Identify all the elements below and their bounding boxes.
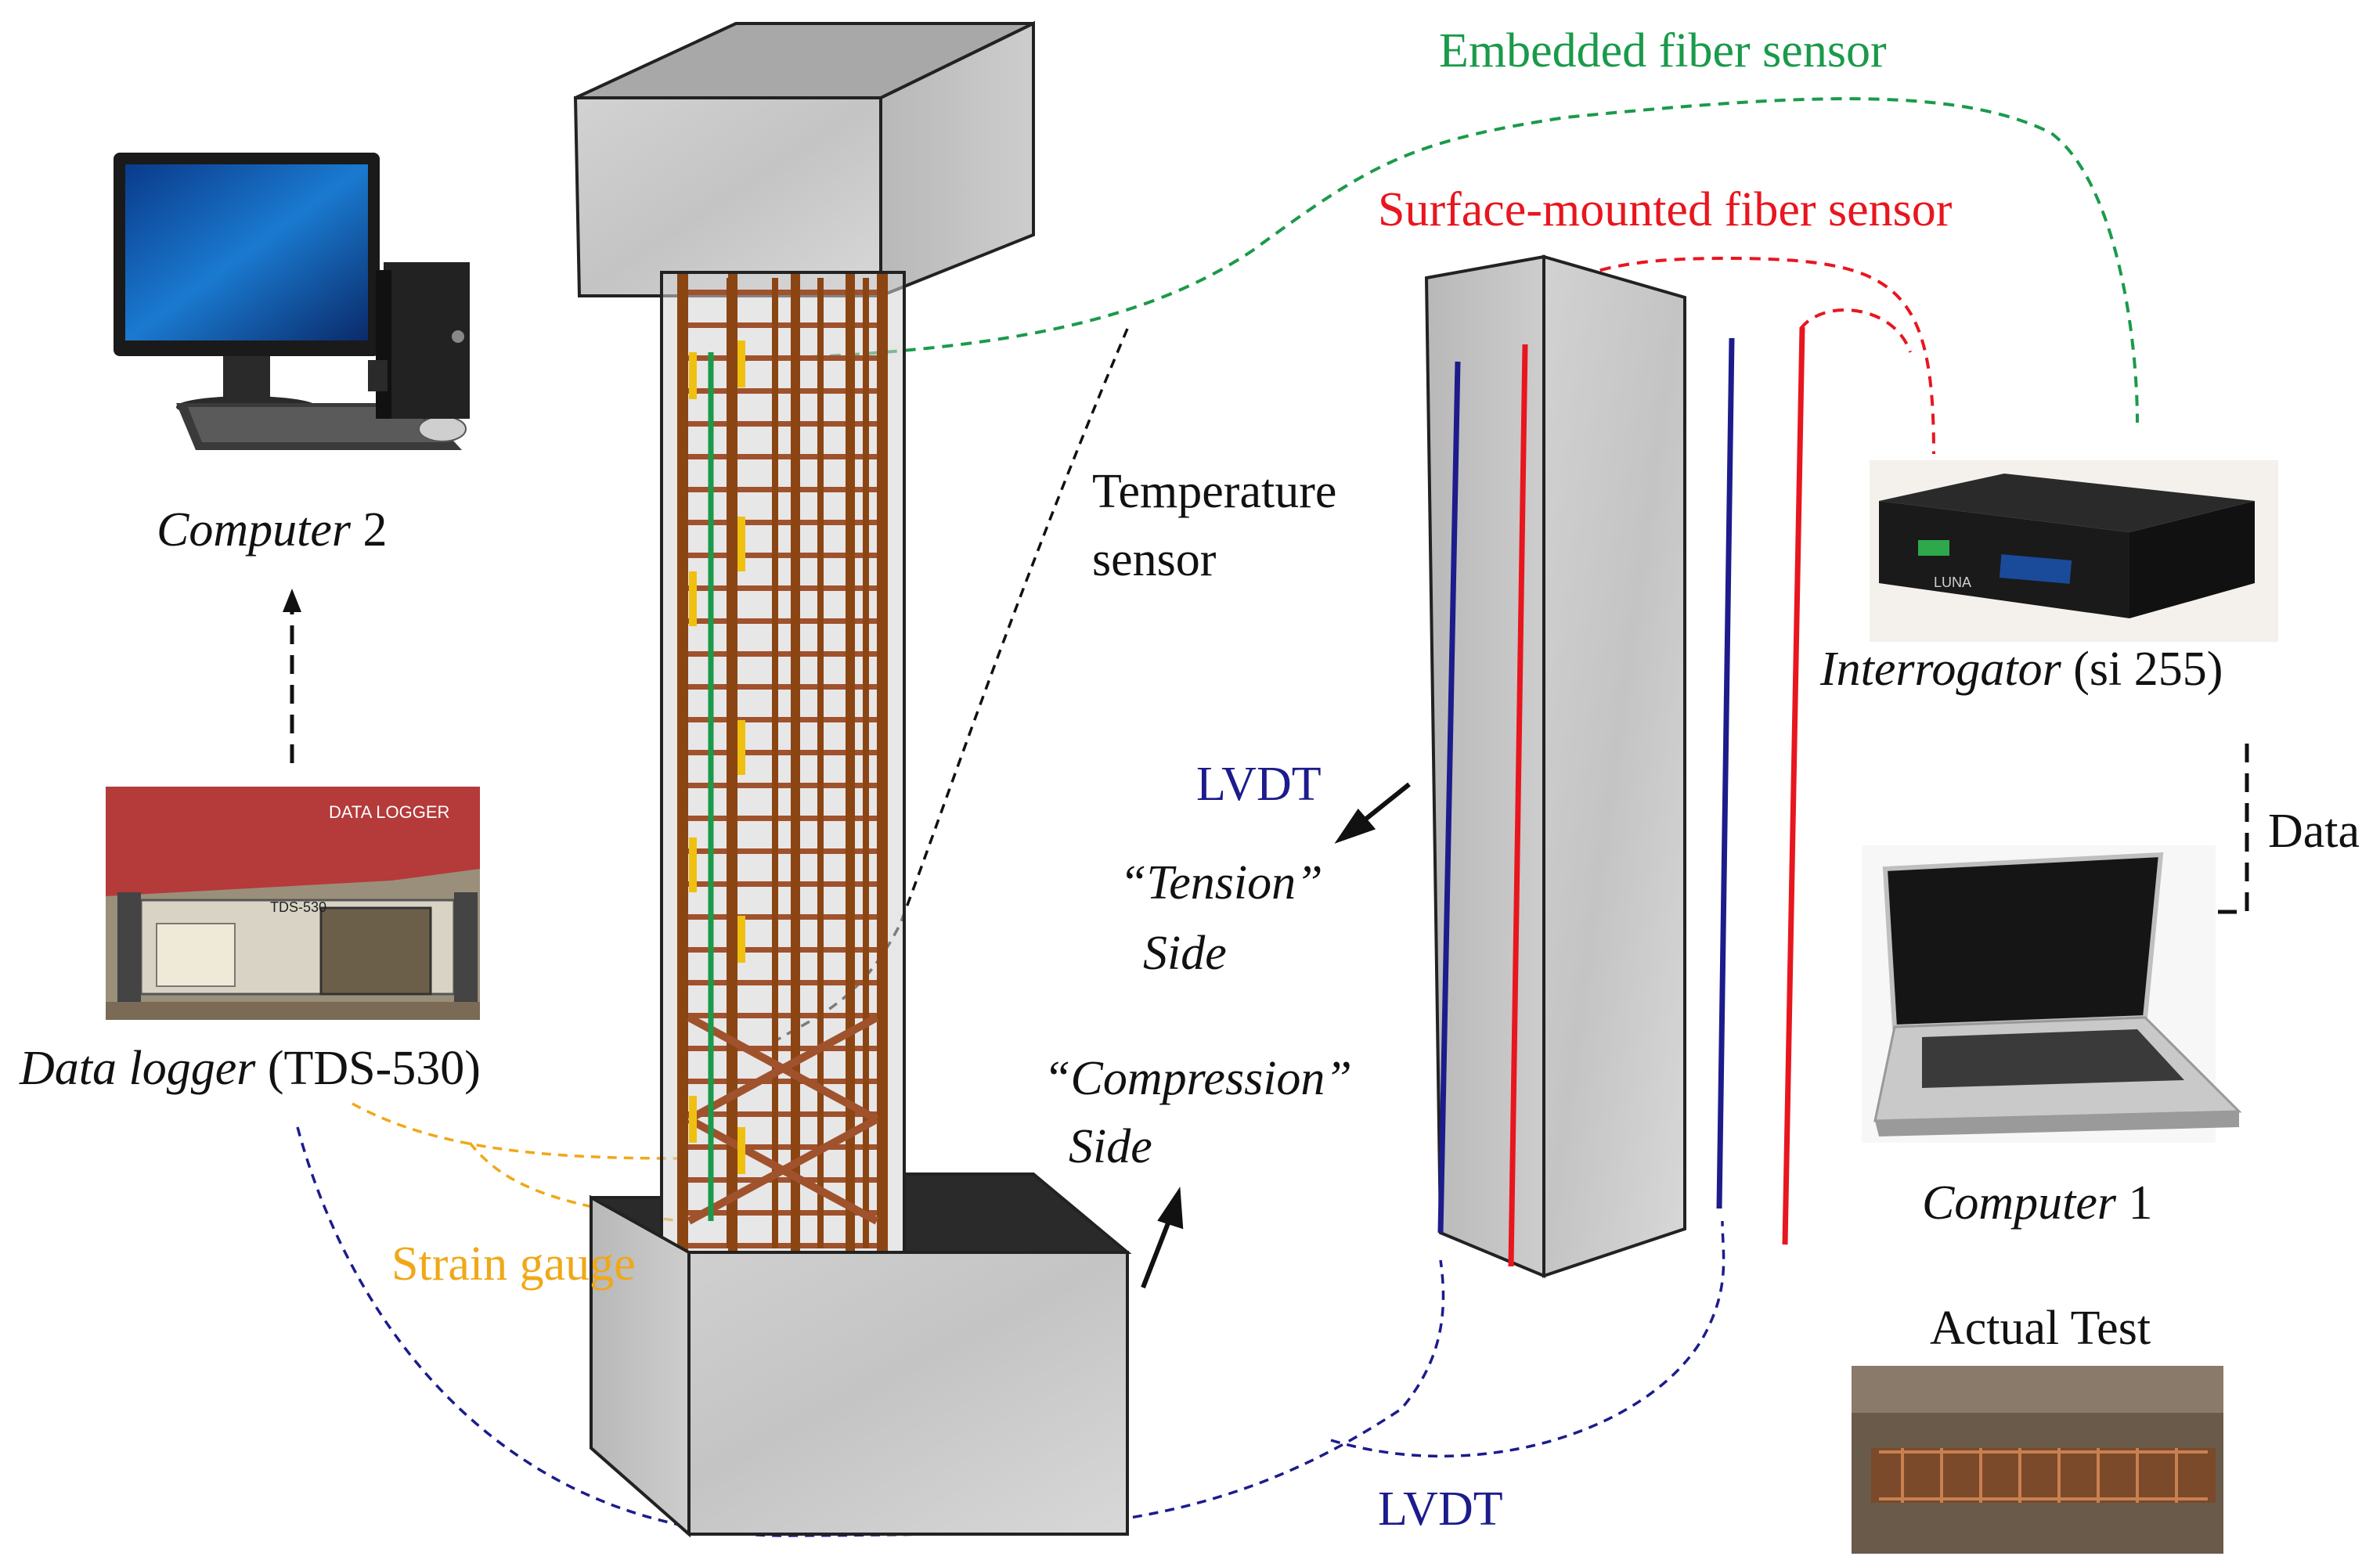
interrogator-device-icon: LUNA bbox=[1870, 460, 2278, 642]
data-logger-photo: DATA LOGGER TDS-530 bbox=[106, 787, 480, 1020]
footing-side-face bbox=[590, 1194, 691, 1538]
computer2-word: Computer bbox=[157, 503, 352, 557]
computer1-word: Computer bbox=[1922, 1176, 2117, 1230]
laptop-icon bbox=[1862, 845, 2242, 1143]
compression-label-line2: Side bbox=[1069, 1120, 1152, 1173]
interrogator-brand: LUNA bbox=[1934, 575, 1971, 590]
tension-label-line1: “Tension” bbox=[1120, 856, 1323, 910]
surface-fiber-cable bbox=[1524, 256, 1935, 455]
lvdt-label-bottom: LVDT bbox=[1378, 1482, 1503, 1536]
plain-column-right-face bbox=[1542, 254, 1686, 1278]
logger-model-text: TDS-530 bbox=[270, 899, 326, 915]
data-label: Data bbox=[2268, 805, 2360, 858]
strain-gauges bbox=[689, 340, 745, 1174]
compression-label-line1: “Compression” bbox=[1044, 1052, 1352, 1105]
strain-gauge-label: Strain gauge bbox=[391, 1237, 636, 1291]
surface-fiber-label: Surface-mounted fiber sensor bbox=[1378, 183, 1953, 236]
tension-label-line2: Side bbox=[1143, 927, 1227, 980]
computer2-arrowhead bbox=[283, 589, 301, 612]
reinforced-column bbox=[573, 20, 1132, 1538]
compression-arrow bbox=[1141, 1187, 1184, 1289]
lvdt-cable bbox=[296, 1126, 1726, 1537]
lvdt-line-left bbox=[1437, 361, 1461, 1234]
lvdt-line-right bbox=[1716, 337, 1735, 1209]
plain-column bbox=[1424, 254, 1805, 1278]
surface-fiber-line-left bbox=[1508, 344, 1528, 1267]
computer2-label: Computer 2 bbox=[157, 503, 388, 557]
rebar-verticals bbox=[677, 274, 888, 1252]
temperature-label-line1: Temperature bbox=[1092, 465, 1336, 518]
desktop-computer-icon bbox=[114, 153, 470, 450]
actual-test-label: Actual Test bbox=[1930, 1302, 2151, 1355]
embedded-fiber-cable bbox=[735, 97, 2139, 423]
logger-face-text: DATA LOGGER bbox=[329, 802, 449, 822]
interrogator-label: Interrogator (si 255) bbox=[1819, 643, 2223, 696]
data-logger-model: (TDS-530) bbox=[255, 1042, 481, 1095]
computer1-label: Computer 1 bbox=[1922, 1176, 2153, 1230]
surface-fiber-line-right bbox=[1782, 326, 1805, 1245]
interrogator-model: (si 255) bbox=[2061, 643, 2223, 696]
data-logger-label: Data logger (TDS-530) bbox=[19, 1042, 481, 1095]
tension-arrow bbox=[1334, 782, 1411, 844]
data-logger-word: Data logger bbox=[19, 1042, 256, 1095]
rebar-diagonals bbox=[687, 1014, 879, 1225]
top-cap-front-face bbox=[573, 96, 882, 297]
interrogator-word: Interrogator bbox=[1819, 643, 2062, 696]
lvdt-label-top: LVDT bbox=[1196, 758, 1322, 811]
embedded-fiber-label: Embedded fiber sensor bbox=[1439, 24, 1887, 77]
top-cap-side-face bbox=[879, 20, 1035, 298]
actual-test-photo bbox=[1852, 1366, 2223, 1554]
computer2-num: 2 bbox=[351, 503, 388, 557]
temperature-label-line2: sensor bbox=[1092, 533, 1217, 586]
computer1-num: 1 bbox=[2116, 1176, 2153, 1230]
